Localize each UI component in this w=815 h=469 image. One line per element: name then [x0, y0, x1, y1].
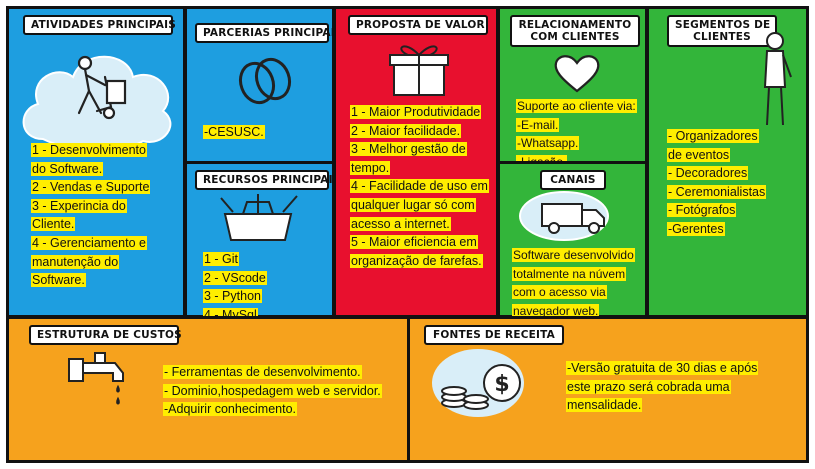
standing-person-icon: [763, 32, 792, 126]
block-proposta-de-valor: PROPOSTA DE VALOR 1 - Maior Produtividad…: [333, 6, 499, 318]
text-line: 1 - Maior Produtividade: [350, 105, 482, 119]
title-line: RELACIONAMENTO: [518, 19, 632, 31]
block-atividades-principais: ATIVIDADES PRINCIPAIS 1 - Desenvolviment…: [6, 6, 186, 318]
segmentos-text: - Organizadores de eventos - Decoradores…: [667, 127, 797, 239]
custos-text: - Ferramentas de desenvolvimento. - Domi…: [163, 363, 411, 419]
block-segmentos-de-clientes: SEGMENTOS DE CLIENTES - Organizadores de…: [646, 6, 809, 318]
text-line: tempo.: [350, 160, 391, 175]
recursos-text: 1 - Git 2 - VScode 3 - Python 4 - MySql: [203, 250, 303, 324]
block-title: ATIVIDADES PRINCIPAIS: [23, 15, 176, 35]
text-line: acesso a internet.: [350, 216, 451, 231]
text-line: este prazo será cobrada uma: [566, 379, 731, 394]
text-line: -CESUSC.: [203, 125, 265, 139]
block-estrutura-de-custos: ESTRUTURA DE CUSTOS - Ferramentas de des…: [6, 316, 410, 463]
text-line: organização de farefas.: [350, 253, 483, 268]
money-coins-icon: $: [432, 349, 524, 417]
canais-text: Software desenvolvido totalmente na núve…: [512, 246, 652, 320]
text-line: 3 - Python: [203, 289, 262, 304]
parcerias-text: -CESUSC.: [203, 123, 323, 142]
block-title: RELACIONAMENTO COM CLIENTES: [510, 15, 640, 47]
block-title: ESTRUTURA DE CUSTOS: [29, 325, 182, 345]
text-line: -E-mail.: [516, 117, 560, 132]
block-fontes-de-receita: FONTES DE RECEITA $ -Versão gratuita de …: [407, 316, 809, 463]
text-line: do Software.: [31, 161, 104, 176]
block-recursos-principais: RECURSOS PRINCIPAIS 1 - Git 2 - VScode 3…: [184, 161, 340, 322]
text-line: Suporte ao cliente via:: [516, 99, 637, 113]
svg-text:$: $: [494, 372, 509, 397]
text-line: 2 - Vendas e Suporte: [31, 180, 151, 195]
text-line: -Adquirir conhecimento.: [163, 402, 298, 417]
text-line: 5 - Maior eficiencia em: [350, 235, 478, 250]
proposta-text: 1 - Maior Produtividade 2 - Maior facili…: [350, 103, 500, 270]
text-line: - Organizadores: [667, 129, 759, 143]
text-line: Cliente.: [31, 217, 76, 232]
block-title: SEGMENTOS DE CLIENTES: [667, 15, 777, 47]
linked-rings-icon: [238, 57, 292, 105]
text-line: 1 - Git: [203, 252, 240, 266]
title-line: COM CLIENTES: [530, 31, 620, 43]
text-line: de eventos: [667, 147, 731, 162]
text-line: navegador web.: [512, 303, 600, 318]
block-title: PROPOSTA DE VALOR: [348, 15, 488, 35]
text-line: qualquer lugar só com: [350, 197, 476, 212]
block-title: CANAIS: [540, 170, 606, 190]
text-line: - Decoradores: [667, 166, 749, 181]
block-canais: CANAIS Software desenvolvido totalmente …: [497, 161, 648, 318]
block-relacionamento-com-clientes: RELACIONAMENTO COM CLIENTES Suporte ao c…: [497, 6, 648, 169]
text-line: - Dominio,hospedagem web e servidor.: [163, 383, 382, 398]
text-line: 3 - Experincia do: [31, 198, 127, 213]
delivery-truck-icon: [519, 191, 609, 241]
text-line: mensalidade.: [566, 398, 643, 413]
block-title: RECURSOS PRINCIPAIS: [195, 170, 340, 190]
dripping-faucet-icon: [68, 352, 124, 405]
gift-box-icon: [389, 45, 449, 96]
text-line: manutenção do: [31, 254, 120, 269]
text-line: -Versão gratuita de 30 dias e após: [566, 361, 759, 375]
text-line: totalmente na núvem: [512, 266, 627, 281]
toolbox-icon: [220, 194, 298, 241]
block-parcerias-principais: PARCERIAS PRINCIPAIS -CESUSC.: [184, 6, 342, 164]
text-line: Software.: [31, 273, 86, 288]
block-title: PARCERIAS PRINCIPAIS: [195, 23, 342, 43]
person-pushing-cart-icon: [77, 55, 127, 120]
text-line: 2 - VScode: [203, 270, 267, 285]
block-title: FONTES DE RECEITA: [424, 325, 564, 345]
text-line: 3 - Melhor gestão de: [350, 142, 467, 157]
receita-text: -Versão gratuita de 30 dias e após este …: [566, 359, 802, 415]
text-line: - Fotógrafos: [667, 203, 737, 218]
atividades-text: 1 - Desenvolvimento do Software. 2 - Ven…: [31, 141, 181, 290]
text-line: - Ceremonialistas: [667, 184, 767, 199]
text-line: -Gerentes: [667, 221, 725, 236]
heart-icon: [554, 55, 600, 93]
title-line: CLIENTES: [693, 31, 751, 43]
title-line: SEGMENTOS DE: [675, 19, 771, 31]
text-line: 2 - Maior facilidade.: [350, 123, 462, 138]
text-line: Software desenvolvido: [512, 248, 635, 262]
text-line: - Ferramentas de desenvolvimento.: [163, 365, 362, 379]
text-line: 4 - Gerenciamento e: [31, 235, 147, 250]
text-line: 1 - Desenvolvimento: [31, 143, 147, 157]
text-line: 4 - Facilidade de uso em: [350, 179, 489, 194]
text-line: com o acesso via: [512, 285, 607, 300]
text-line: -Whatsapp.: [516, 136, 580, 151]
